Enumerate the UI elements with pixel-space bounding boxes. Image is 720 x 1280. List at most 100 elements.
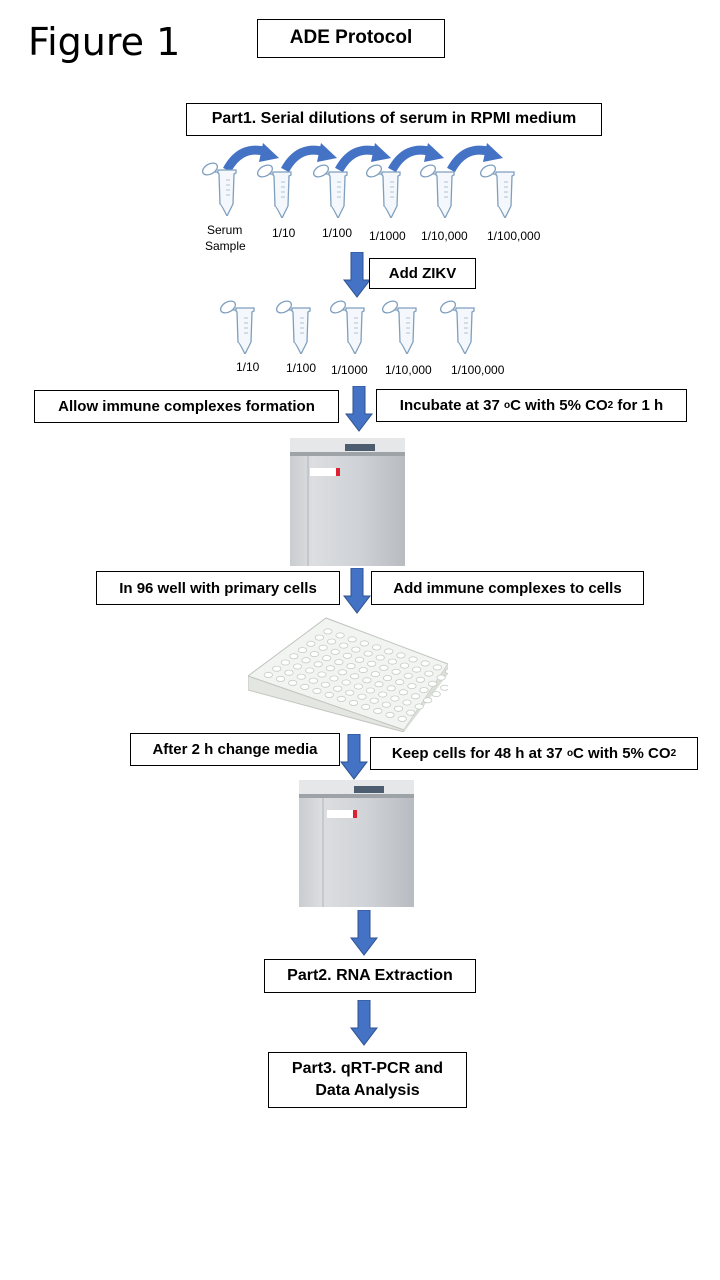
well bbox=[337, 669, 348, 676]
well bbox=[391, 668, 401, 675]
well bbox=[407, 683, 417, 690]
well bbox=[288, 679, 298, 686]
dilution-tube-icon bbox=[328, 298, 368, 354]
add-complexes-box: Add immune complexes to cells bbox=[371, 571, 644, 605]
well bbox=[363, 650, 373, 657]
well bbox=[329, 675, 339, 682]
well bbox=[393, 705, 404, 712]
well bbox=[351, 646, 361, 653]
dilution-label: 1/10,000 bbox=[421, 229, 468, 243]
well bbox=[424, 670, 434, 677]
well bbox=[381, 701, 391, 708]
well bbox=[365, 687, 376, 694]
well bbox=[374, 681, 384, 688]
keep-cells-text-mid: C with 5% CO bbox=[573, 745, 671, 762]
well bbox=[362, 677, 372, 684]
incubate-text-suffix: for 1 h bbox=[613, 397, 664, 414]
incubator-image bbox=[299, 780, 414, 907]
well bbox=[410, 693, 421, 700]
well bbox=[406, 709, 416, 716]
well bbox=[400, 662, 410, 669]
down-arrow-icon bbox=[340, 734, 368, 780]
part2-box: Part2. RNA Extraction bbox=[264, 959, 476, 993]
well bbox=[272, 665, 282, 672]
well bbox=[423, 697, 433, 704]
well bbox=[353, 683, 364, 690]
dilution-label: 1/1000 bbox=[369, 229, 406, 243]
well bbox=[289, 653, 299, 660]
well bbox=[309, 651, 320, 658]
keep-cells-text-prefix: Keep cells for 48 h at 37 bbox=[391, 745, 567, 762]
well bbox=[313, 661, 323, 668]
well bbox=[357, 693, 367, 700]
well bbox=[324, 691, 334, 698]
dilution-tube-icon bbox=[364, 162, 404, 218]
down-arrow-icon bbox=[343, 252, 371, 298]
well bbox=[412, 666, 422, 673]
well bbox=[358, 667, 368, 674]
well bbox=[361, 703, 371, 710]
well bbox=[379, 664, 389, 671]
sample-label: Sample bbox=[205, 239, 246, 253]
part1-box: Part1. Serial dilutions of serum in RPMI… bbox=[186, 103, 602, 136]
well bbox=[375, 654, 385, 661]
dilution-tube-icon bbox=[418, 162, 458, 218]
dilution-label: 1/10,000 bbox=[385, 363, 432, 377]
well bbox=[327, 638, 337, 645]
well bbox=[428, 680, 438, 687]
co2-sub: 2 bbox=[607, 399, 614, 411]
well bbox=[297, 647, 308, 654]
well bbox=[306, 640, 316, 647]
incubate-text-prefix: Incubate at 37 bbox=[399, 397, 504, 414]
dilution-label: 1/100,000 bbox=[451, 363, 505, 377]
part3-box: Part3. qRT-PCR and Data Analysis bbox=[268, 1052, 467, 1108]
well bbox=[300, 683, 310, 690]
add-zikv-box: Add ZIKV bbox=[369, 258, 476, 289]
well bbox=[335, 632, 345, 639]
dilution-tube-icon bbox=[380, 298, 420, 354]
serum-label: Serum bbox=[207, 223, 243, 237]
well bbox=[350, 673, 360, 680]
dilution-tube-icon bbox=[311, 162, 351, 218]
well bbox=[396, 652, 406, 659]
well bbox=[284, 669, 294, 676]
well bbox=[431, 691, 441, 698]
protocol-title: ADE Protocol bbox=[257, 19, 445, 58]
dilution-transfer-arrows bbox=[223, 143, 503, 173]
well bbox=[323, 628, 333, 635]
well bbox=[322, 655, 332, 662]
well bbox=[341, 679, 351, 686]
part3-line2: Data Analysis bbox=[315, 1082, 420, 1099]
well bbox=[263, 671, 273, 678]
well bbox=[419, 687, 429, 694]
dilution-label: 1/100,000 bbox=[487, 229, 541, 243]
part3-line1: Part3. qRT-PCR and bbox=[291, 1059, 444, 1077]
degree-sup: o bbox=[504, 399, 511, 411]
degree-sup: o bbox=[566, 747, 574, 759]
well bbox=[280, 659, 291, 666]
well bbox=[292, 663, 303, 670]
well bbox=[339, 642, 349, 649]
dilution-label: 1/10 bbox=[272, 226, 296, 240]
down-arrow-icon bbox=[350, 1000, 378, 1046]
dilution-tube-icon bbox=[478, 162, 518, 218]
down-arrow-icon bbox=[350, 910, 378, 956]
well bbox=[345, 689, 355, 696]
well bbox=[382, 675, 393, 682]
well bbox=[275, 675, 286, 682]
well bbox=[369, 697, 379, 704]
incubator-image bbox=[290, 438, 405, 566]
well bbox=[387, 658, 397, 665]
well bbox=[373, 707, 383, 714]
well bbox=[390, 695, 400, 702]
well bbox=[397, 715, 407, 722]
well bbox=[370, 671, 381, 678]
well bbox=[415, 676, 425, 683]
well bbox=[398, 689, 408, 696]
well bbox=[408, 656, 418, 663]
well bbox=[385, 711, 395, 718]
dilution-tube-icon bbox=[255, 162, 295, 218]
down-arrow-icon bbox=[345, 386, 373, 432]
well bbox=[346, 663, 356, 670]
after-2h-box: After 2 h change media bbox=[130, 733, 340, 766]
